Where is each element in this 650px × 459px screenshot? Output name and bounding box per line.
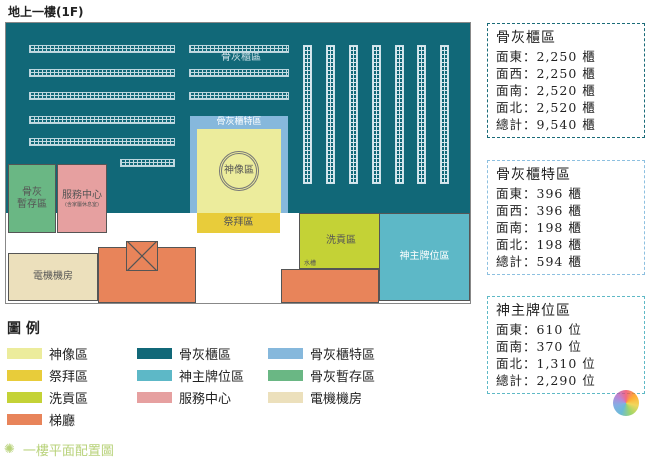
- cabinet-column: [395, 45, 404, 184]
- stats-heading: 骨灰櫃區: [496, 30, 556, 46]
- columbarium-label: 骨灰櫃區: [221, 52, 261, 63]
- legend-swatch: [268, 348, 303, 359]
- cabinet-column: [440, 45, 449, 184]
- service-center: 服務中心(含家屬休息室): [57, 164, 107, 233]
- stats-row: 面東：2,250 櫃: [496, 49, 596, 64]
- legend-label: 骨灰櫃特區: [310, 348, 376, 363]
- cabinet-column: [372, 45, 381, 184]
- service-label: 服務中心: [62, 189, 102, 201]
- legend-label: 骨灰櫃區: [179, 348, 232, 363]
- legend-title: 圖 例: [7, 321, 40, 337]
- legend-label: 骨灰暫存區: [310, 370, 376, 385]
- stats-box: 神主牌位區面東：610 位面南：370 位面北：1,310 位總計：2,290 …: [487, 296, 645, 394]
- cabinet-row: [120, 159, 175, 167]
- floor-title: 地上一樓(1F): [8, 5, 84, 19]
- logo-icon: ✺: [4, 442, 15, 457]
- stats-box: 骨灰櫃區面東：2,250 櫃面西：2,250 櫃面南：2,520 櫃面北：2,5…: [487, 23, 645, 138]
- offering-area: 祭拜區: [197, 213, 280, 233]
- stats-heading: 神主牌位區: [496, 303, 571, 319]
- legend-label: 神主牌位區: [179, 370, 245, 385]
- legend-item: 骨灰櫃特區: [268, 344, 375, 363]
- stats-row: 面北：2,520 櫃: [496, 100, 596, 115]
- special-area-label: 骨灰櫃特區: [216, 116, 262, 127]
- legend-item: 骨灰暫存區: [268, 366, 375, 385]
- logo-icon: [613, 390, 639, 416]
- stats-row: 總計：9,540 櫃: [496, 117, 596, 132]
- legend-item: 梯廳: [7, 410, 75, 429]
- stats-row: 面南：2,520 櫃: [496, 83, 596, 98]
- cabinet-row: [189, 45, 289, 53]
- cabinet-column: [417, 45, 426, 184]
- cabinet-row: [29, 138, 175, 146]
- cabinet-column: [303, 45, 312, 184]
- cabinet-row: [29, 45, 175, 53]
- stats-row: 面北：198 櫃: [496, 237, 582, 252]
- wash-label: 洗貢區: [326, 235, 356, 246]
- legend-swatch: [7, 348, 42, 359]
- tablet-area: 神主牌位區: [379, 213, 470, 301]
- wash-area: 洗貢區 水槽: [299, 213, 383, 269]
- storage-label-2: 暫存區: [17, 198, 47, 210]
- legend-swatch: [268, 370, 303, 381]
- legend-item: 服務中心: [137, 388, 231, 407]
- legend-label: 祭拜區: [49, 370, 89, 385]
- legend-label: 電機機房: [310, 392, 363, 407]
- legend-swatch: [7, 370, 42, 381]
- stats-row: 面南：198 櫃: [496, 220, 582, 235]
- legend-item: 神像區: [7, 344, 88, 363]
- statue-area: 神像區: [197, 129, 281, 213]
- stats-row: 總計：2,290 位: [496, 373, 596, 388]
- legend-item: 祭拜區: [7, 366, 88, 385]
- legend-label: 梯廳: [49, 414, 76, 429]
- storage-room: 骨灰暫存區: [8, 164, 56, 233]
- legend-swatch: [7, 414, 42, 425]
- cabinet-column: [349, 45, 358, 184]
- footer-caption: ✺ 一樓平面配置圖: [4, 440, 114, 459]
- legend-item: 神主牌位區: [137, 366, 244, 385]
- stats-row: 面西：396 櫃: [496, 203, 582, 218]
- legend-item: 骨灰櫃區: [137, 344, 231, 363]
- floor-plan: 骨灰櫃區 神像區 骨灰櫃特區 祭拜區 骨灰暫存區 服務中心(含家屬休息室) 洗貢…: [5, 22, 471, 304]
- footer-text: 一樓平面配置圖: [22, 444, 114, 459]
- legend-item: 電機機房: [268, 388, 362, 407]
- service-note: (含家屬休息室): [65, 201, 99, 208]
- legend-item: 洗貢區: [7, 388, 88, 407]
- stair-hall-right: [281, 269, 379, 303]
- cabinet-row: [29, 92, 175, 100]
- stats-row: 面東：610 位: [496, 322, 582, 337]
- stats-row: 面東：396 櫃: [496, 186, 582, 201]
- cabinet-row: [29, 69, 175, 77]
- elevator: [126, 241, 158, 271]
- legend-swatch: [7, 392, 42, 403]
- stats-row: 面北：1,310 位: [496, 356, 596, 371]
- cabinet-row: [189, 69, 289, 77]
- cabinet-row: [29, 116, 175, 124]
- cabinet-row: [189, 92, 289, 100]
- storage-label-1: 骨灰: [22, 186, 42, 198]
- legend-swatch: [137, 392, 172, 403]
- legend-swatch: [137, 348, 172, 359]
- stats-row: 總計：594 櫃: [496, 254, 582, 269]
- stats-heading: 骨灰櫃特區: [496, 167, 571, 183]
- legend-swatch: [137, 370, 172, 381]
- stats-row: 面西：2,250 櫃: [496, 66, 596, 81]
- legend-label: 服務中心: [179, 392, 232, 407]
- electric-room: 電機機房: [8, 253, 98, 301]
- statue-label: 神像區: [219, 151, 259, 191]
- legend-swatch: [268, 392, 303, 403]
- legend-label: 神像區: [49, 348, 89, 363]
- legend-label: 洗貢區: [49, 392, 89, 407]
- stats-box: 骨灰櫃特區面東：396 櫃面西：396 櫃面南：198 櫃面北：198 櫃總計：…: [487, 160, 645, 275]
- stats-row: 面南：370 位: [496, 339, 582, 354]
- cabinet-column: [326, 45, 335, 184]
- sink-label: 水槽: [304, 259, 317, 267]
